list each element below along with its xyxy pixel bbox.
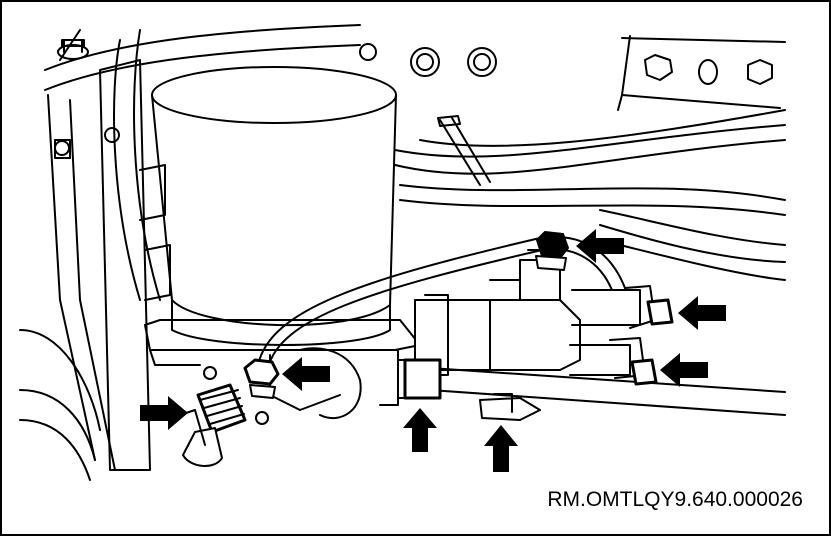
bolt-top-left bbox=[57, 39, 89, 60]
arrow-to-big-nut bbox=[403, 408, 437, 452]
tube-nut-top bbox=[535, 231, 569, 271]
arrow-to-lower-fitting bbox=[484, 425, 518, 472]
reference-code: RM.OMTLQY9.640.000026 bbox=[547, 488, 803, 511]
arrow-to-tube-nut-left bbox=[282, 357, 330, 391]
air-dryer-canister bbox=[151, 66, 397, 346]
lower-fitting bbox=[479, 393, 541, 421]
fitting-right-lower bbox=[630, 358, 658, 386]
arrow-to-fitting-right-lower bbox=[660, 353, 708, 387]
tube-nut-left bbox=[243, 358, 280, 399]
arrow-to-fitting-right-upper bbox=[678, 296, 726, 330]
arrow-to-tube-nut-top bbox=[576, 229, 624, 263]
arrow-to-hose-fitting bbox=[140, 396, 188, 430]
hose-fitting bbox=[164, 383, 247, 467]
long-pipe bbox=[429, 367, 786, 416]
right-bracket bbox=[617, 35, 786, 111]
fitting-right-upper bbox=[646, 298, 674, 326]
callout-arrows bbox=[140, 229, 726, 472]
manifold-tee bbox=[414, 249, 656, 379]
washer-pair-top bbox=[359, 43, 497, 77]
mounting-bracket bbox=[54, 59, 171, 471]
big-nut bbox=[379, 349, 442, 406]
cable-bundle bbox=[394, 109, 786, 281]
